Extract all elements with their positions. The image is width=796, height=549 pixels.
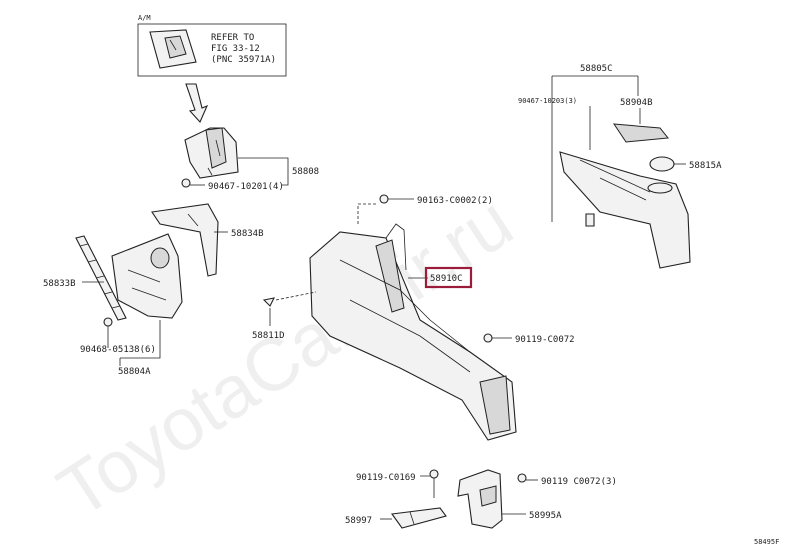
clip-icon-2 <box>585 213 595 227</box>
trim-strip-58833b-part <box>75 235 127 321</box>
shift-knob-reference-part <box>149 29 197 69</box>
refer-box <box>137 23 287 77</box>
shift-boot-part <box>184 127 239 179</box>
callout-58808: 58808 <box>292 167 319 177</box>
callout-90119-c0072: 90119-C0072 <box>515 335 575 345</box>
down-arrow-icon <box>185 83 209 123</box>
callout-90468: 90468-05138(6) <box>80 345 156 355</box>
callout-90467-10201: 90467-10201(4) <box>208 182 284 192</box>
callout-90119-c0072-3: 90119 C0072(3) <box>541 477 617 487</box>
screw-icon <box>181 178 191 188</box>
screw-icon-4 <box>517 473 527 483</box>
screw-icon-2 <box>483 333 493 343</box>
screw-icon-3 <box>429 469 439 479</box>
callout-58811d: 58811D <box>252 331 285 341</box>
clip-icon <box>103 317 113 327</box>
refer-text-3: (PNC 35971A) <box>211 55 276 65</box>
atm-label: A/M <box>138 14 151 22</box>
armrest-console-box-part <box>559 123 691 269</box>
callout-90163: 90163-C0002(2) <box>417 196 493 206</box>
callout-58910c-highlight <box>424 266 473 289</box>
callout-58995a: 58995A <box>529 511 562 521</box>
callout-58834b: 58834B <box>231 229 264 239</box>
callout-90467-10203: 90467-10203(3) <box>518 97 577 105</box>
callout-58910c: 58910C <box>430 274 463 284</box>
bracket-58995a-part <box>457 469 503 529</box>
side-panel-58804a-part <box>111 233 183 319</box>
bracket-58997-part <box>391 507 447 529</box>
callout-58815a: 58815A <box>689 161 722 171</box>
callout-58804a: 58804A <box>118 367 151 377</box>
pin-icon <box>262 297 275 307</box>
callout-58805c: 58805C <box>580 64 613 74</box>
callout-58833b: 58833B <box>43 279 76 289</box>
callout-58997: 58997 <box>345 516 372 526</box>
center-console-58910c-part <box>309 223 517 441</box>
cap-58815a <box>649 156 675 172</box>
refer-text-2: FIG 33-12 <box>211 44 260 54</box>
diagram-code: 58495F <box>754 538 779 546</box>
trim-panel-58834b-part <box>151 203 219 277</box>
callout-90119-c0169: 90119-C0169 <box>356 473 416 483</box>
refer-text-1: REFER TO <box>211 33 254 43</box>
clip-icon-3 <box>379 194 389 204</box>
callout-58904b: 58904B <box>620 98 653 108</box>
